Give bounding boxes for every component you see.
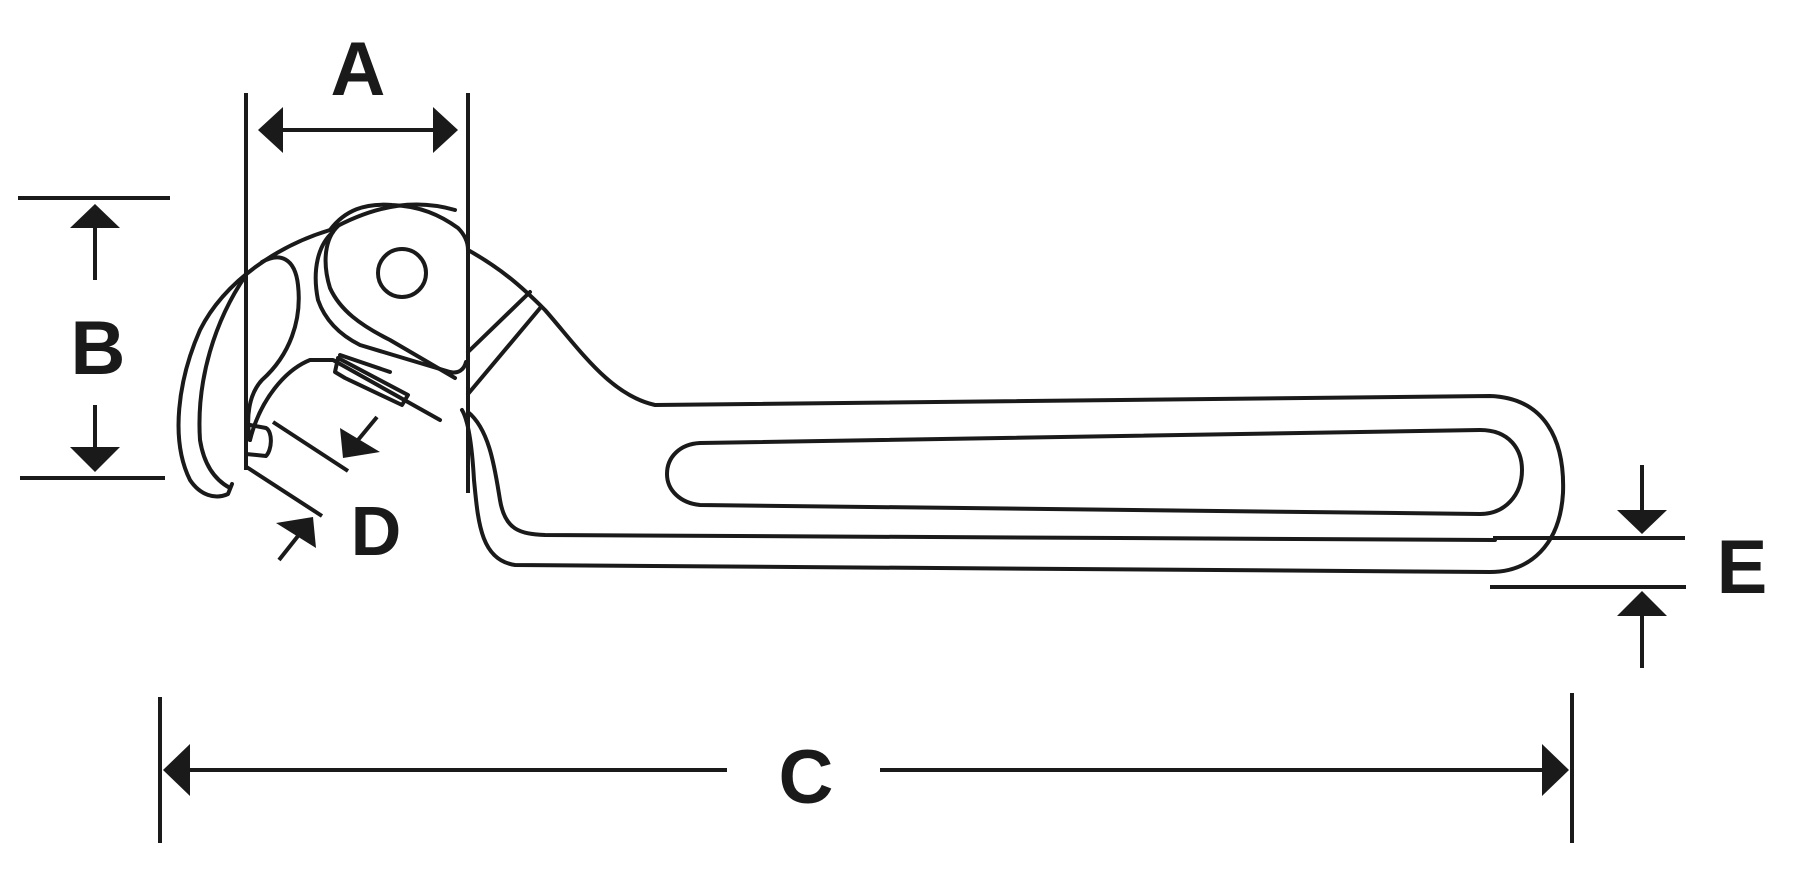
pivot-head-inner	[313, 230, 468, 375]
arrow-down-icon	[1617, 510, 1667, 534]
dim-d-extension-lower	[243, 464, 324, 518]
arrow-down-icon	[70, 447, 120, 472]
neck-band-upper	[466, 290, 532, 354]
handle-top-edge	[460, 248, 1566, 574]
hook-tip-nub	[244, 423, 273, 458]
arrow-up-right-icon	[276, 517, 316, 548]
dim-d-extension-upper	[271, 420, 350, 473]
neck-band-lower	[466, 305, 543, 396]
arrow-up-icon	[70, 204, 120, 228]
hook-inner-curl	[246, 255, 301, 442]
pivot-head-inner-2	[323, 224, 457, 380]
arrow-down-left-icon	[340, 428, 380, 458]
dim-d-label: D	[351, 492, 402, 570]
wrench-outline	[176, 202, 1566, 574]
handle-slot	[665, 428, 1524, 516]
arrow-left-icon	[258, 107, 283, 153]
arrow-up-icon	[1617, 591, 1667, 616]
hook-back-edge	[197, 273, 248, 490]
hook-jaw-edge	[248, 358, 442, 442]
dimension-b: B	[18, 196, 170, 480]
dim-d-arrow-stem-lower	[277, 534, 300, 562]
dim-b-label: B	[71, 306, 126, 391]
pivot-head-outer	[328, 202, 470, 252]
arrow-right-icon	[433, 107, 458, 153]
dimension-c: C	[158, 693, 1574, 843]
dim-d-arrow-stem-upper	[356, 415, 379, 442]
hook-outer-contour	[176, 202, 457, 499]
dimension-a: A	[244, 27, 470, 493]
arrow-left-icon	[163, 744, 190, 796]
latch-detail	[333, 356, 410, 407]
dim-c-label: C	[779, 735, 834, 820]
dimension-d: D	[243, 415, 402, 570]
latch-notch	[338, 353, 392, 374]
handle-inner-strip	[466, 410, 1497, 542]
dim-e-label: E	[1717, 525, 1768, 610]
dim-a-label: A	[331, 27, 386, 112]
dimension-e: E	[1490, 465, 1767, 668]
arrow-right-icon	[1542, 744, 1569, 796]
pivot-hole	[376, 247, 428, 299]
